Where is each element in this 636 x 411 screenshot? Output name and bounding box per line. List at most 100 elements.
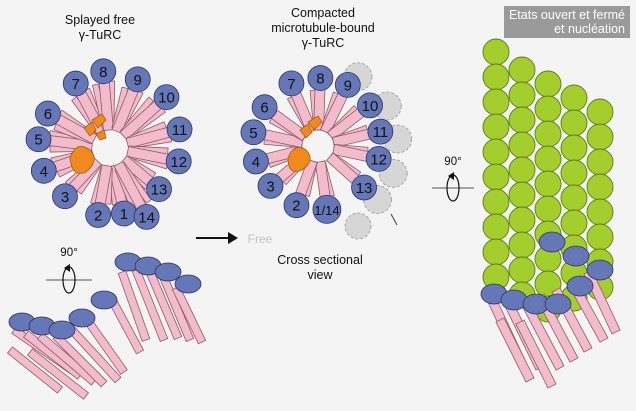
tubulin-dimer <box>560 134 588 162</box>
gamma-tubulin-subunit <box>25 126 52 153</box>
tubulin-dimer <box>482 63 510 91</box>
free-state-ghost <box>344 212 372 240</box>
subunit-number: 6 <box>260 100 268 117</box>
subunit-number: 14 <box>138 209 155 226</box>
cross-section-line2: view <box>307 268 333 282</box>
compacted-title: Compacted microtubule-bound γ-TuRC <box>258 6 388 51</box>
gamma-tubulin-subunit <box>251 94 278 121</box>
gamma-tubulin-cap <box>538 231 566 253</box>
subunit-number: 5 <box>249 125 257 142</box>
tubulin-dimer <box>508 256 536 284</box>
actin-core-shape <box>287 146 311 172</box>
rotation-icon-right-head <box>448 172 454 180</box>
gamma-tubulin-cap <box>544 293 572 315</box>
gamma-tubulin-cap <box>90 290 118 310</box>
gamma-tubulin-subunit <box>30 157 57 184</box>
tubulin-dimer <box>586 98 614 126</box>
subunit-number: 11 <box>172 122 188 139</box>
gamma-tubulin-cap <box>586 259 614 281</box>
gamma-tubulin-subunit <box>35 100 61 127</box>
gamma-tubulin-subunit <box>357 92 383 119</box>
tubulin-dimer <box>586 198 614 226</box>
tubulin-dimer <box>586 223 614 251</box>
tubulin-dimer <box>534 195 562 223</box>
subunit-number: 4 <box>40 163 48 180</box>
subunit-number: 7 <box>287 76 295 93</box>
gamma-tubulin-subunit <box>85 202 112 228</box>
subunit-number: 1 <box>120 206 128 223</box>
gamma-tubulin-subunit <box>351 174 377 201</box>
subunit-number: 6 <box>44 106 52 123</box>
badge-line2: et nucléation <box>554 22 625 36</box>
subunit-number: 8 <box>316 71 324 88</box>
tubulin-dimer <box>508 131 536 159</box>
splayed-title: Splayed free γ-TuRC <box>50 13 150 43</box>
gcp-rod <box>495 317 535 383</box>
gamma-tubulin-subunit <box>62 70 89 97</box>
splayed-gturc-side-view <box>6 252 207 400</box>
gcp-rod <box>117 270 151 342</box>
subunit-number: 9 <box>344 77 352 94</box>
gamma-tubulin-subunit <box>165 148 192 175</box>
gamma-tubulin-subunit <box>240 119 267 146</box>
gamma-tubulin-cap <box>48 320 76 340</box>
gamma-tubulin-subunit <box>90 58 117 85</box>
subunit-number: 5 <box>34 132 42 149</box>
subunit-number: 13 <box>151 182 168 199</box>
gamma-tubulin-subunit <box>153 84 180 111</box>
tubulin-dimer <box>586 173 614 201</box>
subunit-number: 1/14 <box>314 203 339 218</box>
splayed-title-line2: γ-TuRC <box>78 28 122 42</box>
tubulin-dimer <box>508 231 536 259</box>
compacted-title-line3: γ-TuRC <box>301 36 345 50</box>
actin-core-bits <box>83 113 107 141</box>
gamma-tubulin-cap <box>562 245 590 267</box>
rotation-angle-right: 90° <box>444 156 461 168</box>
tubulin-dimer <box>534 120 562 148</box>
tubulin-dimer <box>482 113 510 141</box>
free-pointer <box>390 213 398 226</box>
tubulin-dimer <box>482 188 510 216</box>
subunit-number: 13 <box>356 180 373 197</box>
gamma-tubulin-cap <box>500 289 528 311</box>
gamma-tubulin-subunit <box>278 70 305 97</box>
tubulin-dimer <box>560 159 588 187</box>
gamma-tubulin-cap <box>566 275 594 297</box>
tubulin-dimer <box>508 156 536 184</box>
tubulin-dimer <box>508 181 536 209</box>
gamma-tubulin-cap <box>174 274 202 294</box>
subunit-number: 10 <box>158 90 175 107</box>
subunit-number: 11 <box>373 124 389 141</box>
tubulin-dimer <box>534 170 562 198</box>
tubulin-dimer <box>560 84 588 112</box>
states-badge: Etats ouvert et fermé et nucléation <box>503 6 630 38</box>
subunit-number: 2 <box>94 207 102 224</box>
tubulin-dimer <box>586 148 614 176</box>
gcp-rod <box>515 319 557 389</box>
tubulin-dimer <box>508 106 536 134</box>
gamma-tubulin-subunit <box>52 183 78 210</box>
tubulin-dimer <box>482 238 510 266</box>
tubulin-dimer <box>482 163 510 191</box>
gamma-tubulin-subunit <box>334 71 361 98</box>
free-state-label: Free <box>248 232 273 246</box>
actin-core-shape <box>69 146 95 174</box>
actin-core-bits <box>299 115 323 139</box>
gamma-tubulin-subunit <box>124 66 151 93</box>
gamma-tubulin-subunit <box>367 118 394 145</box>
gamma-tubulin-subunit <box>257 172 284 199</box>
badge-line1: Etats ouvert et fermé <box>508 8 625 22</box>
subunit-number: 4 <box>252 154 260 171</box>
gcp-rod <box>6 346 64 394</box>
rotation-angle-left: 90° <box>60 247 77 259</box>
gamma-tubulin-subunit <box>243 148 269 175</box>
subunit-number: 12 <box>170 154 187 171</box>
subunit-number: 3 <box>266 178 274 195</box>
tubulin-dimer <box>560 184 588 212</box>
gamma-tubulin-cap <box>68 308 96 328</box>
compacted-title-line2: microtubule-bound <box>271 21 375 35</box>
gcp-rod <box>26 348 90 400</box>
tubulin-dimer <box>482 38 510 66</box>
